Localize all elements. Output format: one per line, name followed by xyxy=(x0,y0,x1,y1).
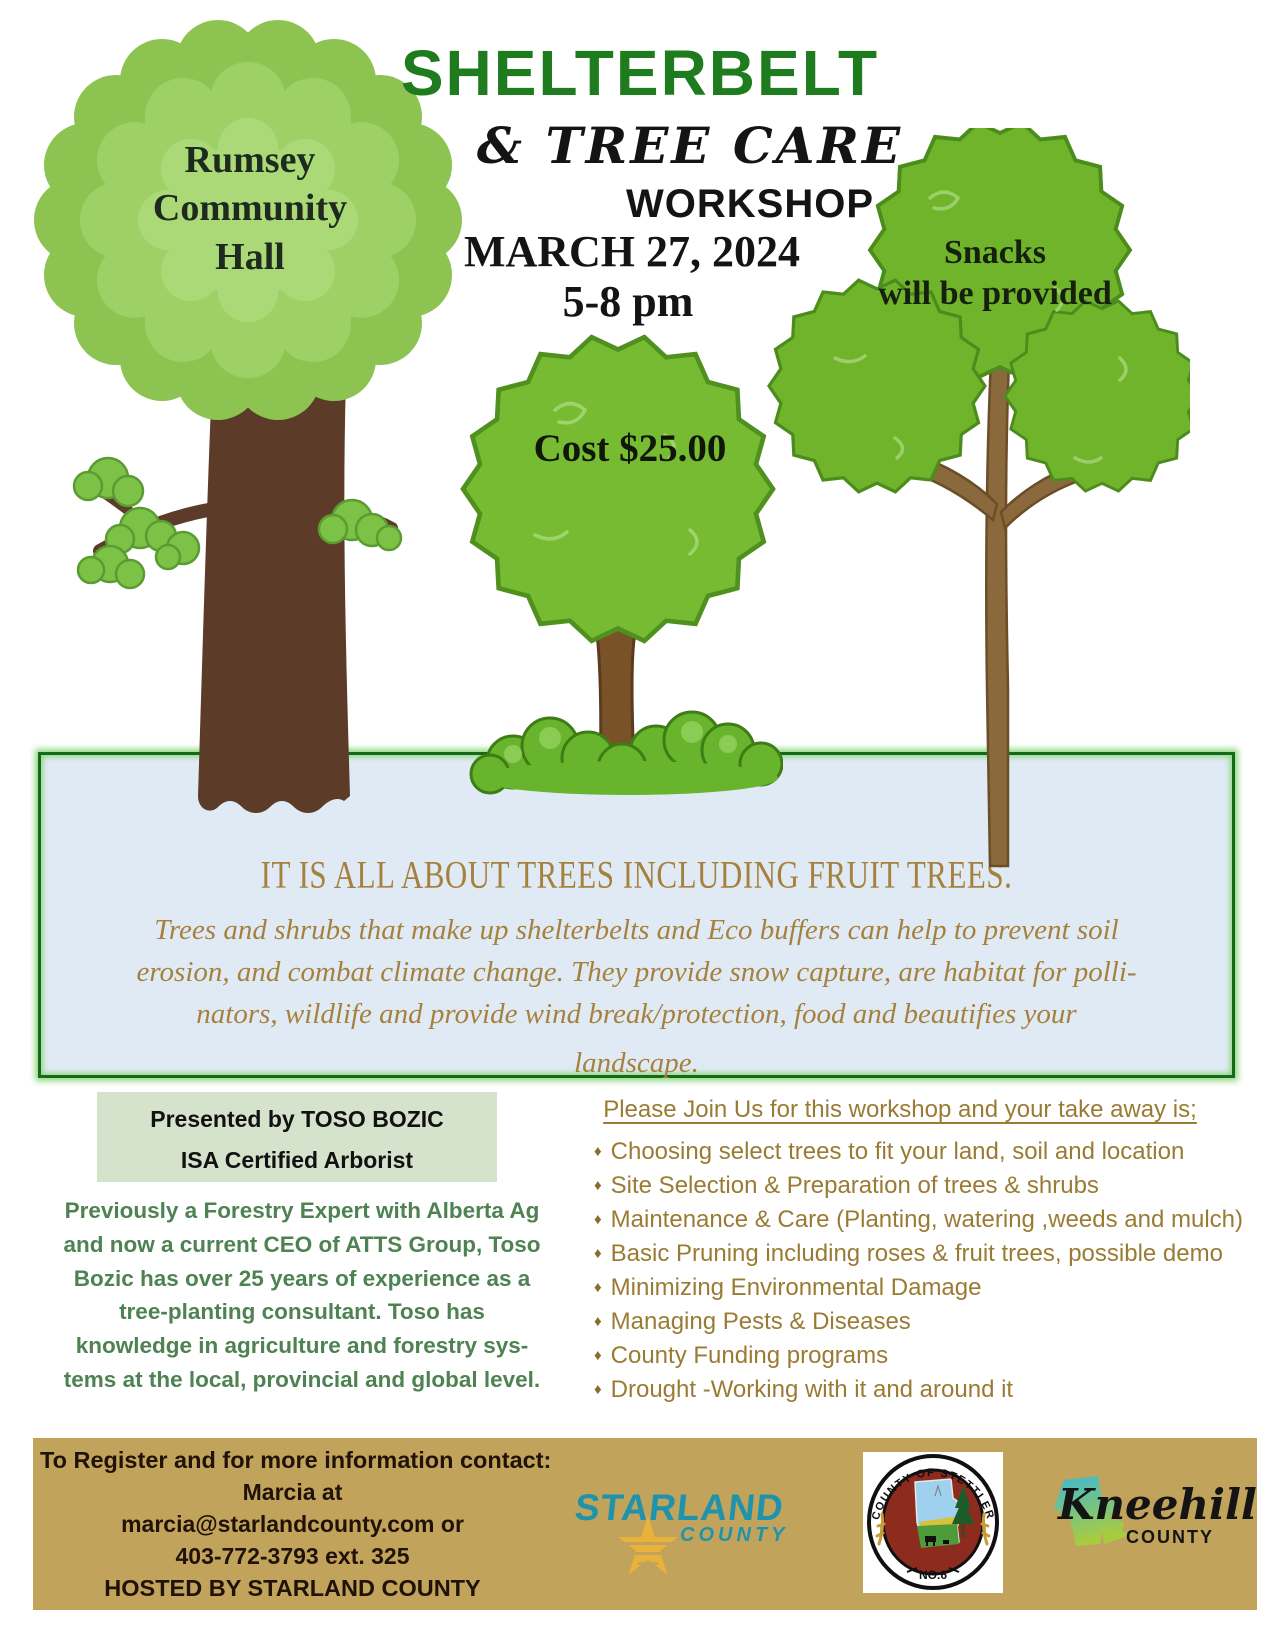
middle-tree-canopy xyxy=(463,337,773,641)
takeaway-heading: Please Join Us for this workshop and you… xyxy=(603,1096,1197,1123)
diamond-bullet-icon: ♦ xyxy=(594,1381,602,1398)
diamond-bullet-icon: ♦ xyxy=(594,1177,602,1194)
event-date: MARCH 27, 2024 xyxy=(463,227,801,276)
footer-bar xyxy=(33,1438,1257,1610)
list-item: ♦ Choosing select trees to fit your land… xyxy=(594,1138,1185,1165)
info-box: IT IS ALL ABOUT TREES INCLUDING FRUIT TR… xyxy=(38,752,1235,1080)
diamond-bullet-icon: ♦ xyxy=(594,1279,602,1296)
middle-tree-illustration xyxy=(450,325,780,789)
presenter-credential: ISA Certified Arborist xyxy=(180,1147,414,1173)
list-item: ♦ Minimizing Environmental Damage xyxy=(594,1274,982,1301)
list-item: ♦ Drought -Working with it and around it xyxy=(594,1376,1014,1403)
cost-label: Cost $25.00 xyxy=(533,427,727,470)
workshop-label: WORKSHOP xyxy=(626,182,874,226)
left-tree-trunk xyxy=(198,378,350,813)
info-box-body: Trees and shrubs that make up shelterbel… xyxy=(136,914,1137,1031)
diamond-bullet-icon: ♦ xyxy=(594,1143,602,1160)
info-box-heading: IT IS ALL ABOUT TREES INCLUDING FRUIT TR… xyxy=(260,852,1013,897)
list-item: ♦ Maintenance & Care (Planting, watering… xyxy=(594,1206,1243,1233)
list-item: ♦ Site Selection & Preparation of trees … xyxy=(594,1172,1099,1199)
kneehill-logo: Kneehill xyxy=(1058,1480,1257,1529)
stettler-seal-number: NO.6 xyxy=(919,1568,947,1582)
diamond-bullet-icon: ♦ xyxy=(594,1313,602,1330)
contact-block: To Register and for more information con… xyxy=(40,1447,552,1601)
presenter-box: Presented by TOSO BOZIC ISA Certified Ar… xyxy=(97,1092,497,1182)
left-tree-illustration xyxy=(34,20,462,813)
presenter-bio: Previously a Forestry Expert with Albert… xyxy=(63,1198,541,1392)
right-tree-illustration xyxy=(767,128,1190,868)
kneehill-map-icon xyxy=(1054,1476,1134,1546)
kneehill-logo-county: COUNTY xyxy=(1126,1527,1214,1547)
list-item: ♦ Managing Pests & Diseases xyxy=(594,1308,911,1335)
stettler-seal-logo: COUNTY OF STETTLER NO.6 xyxy=(863,1452,1003,1593)
event-time: 5-8 pm xyxy=(562,277,694,326)
left-tree-leaf-clusters xyxy=(72,456,403,590)
page-subtitle: & TREE CARE xyxy=(476,116,904,175)
starland-logo: STARLAND xyxy=(572,1487,786,1528)
list-item: ♦ County Funding programs xyxy=(594,1342,889,1369)
page-title: SHELTERBELT xyxy=(400,37,880,109)
info-box-last-line: landscape. xyxy=(574,1047,699,1080)
starland-star-icon xyxy=(618,1516,678,1574)
diamond-bullet-icon: ♦ xyxy=(594,1245,602,1262)
presenter-name: Presented by TOSO BOZIC xyxy=(150,1106,444,1132)
starland-logo-county: COUNTY xyxy=(680,1524,789,1546)
diamond-bullet-icon: ♦ xyxy=(594,1347,602,1364)
list-item: ♦ Basic Pruning including roses & fruit … xyxy=(594,1240,1223,1267)
bushes-illustration xyxy=(469,710,783,795)
takeaway-list: ♦ Choosing select trees to fit your land… xyxy=(594,1140,1254,1412)
diamond-bullet-icon: ♦ xyxy=(594,1211,602,1228)
